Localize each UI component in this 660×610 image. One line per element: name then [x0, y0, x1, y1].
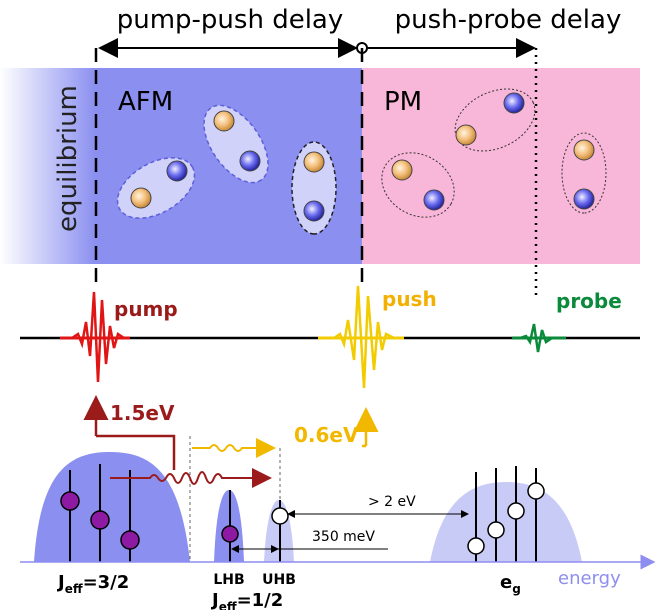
orange-electron	[213, 110, 235, 132]
eg-band	[430, 482, 582, 562]
orange-electron	[130, 187, 152, 209]
afm-label: AFM	[118, 87, 173, 117]
pump-pulse	[71, 291, 125, 383]
push-label: push	[382, 287, 437, 311]
orange-electron	[455, 124, 477, 146]
blue-electron	[573, 188, 595, 210]
pump-energy-label: 1.5eV	[110, 401, 175, 425]
blue-electron	[423, 189, 445, 211]
jeff-3-2-val: =3/2	[83, 572, 130, 593]
lhb-electron	[221, 490, 239, 562]
pm-pair-3	[561, 132, 607, 214]
eg-gap-label: > 2 eV	[368, 494, 416, 510]
afm-pair-3	[291, 141, 337, 235]
pump-arrow-path	[96, 434, 176, 470]
jeff-3-2-sub: eff	[65, 582, 83, 596]
eg-sub: g	[512, 582, 521, 596]
jeff-3-2-label: Jeff=3/2	[56, 572, 129, 596]
push-wavy-arrow	[192, 438, 276, 458]
equilibrium-label: equilibrium	[53, 85, 83, 232]
push-probe-delay-label: push-probe delay	[395, 5, 622, 35]
jeff-1-2-label: Jeff=1/2	[210, 590, 283, 610]
probe-pulse	[519, 323, 553, 353]
pump-label: pump	[114, 297, 178, 321]
pm-pair-2	[381, 152, 455, 218]
eg-main: e	[500, 572, 512, 593]
jeff-3-2-main: J	[56, 572, 65, 593]
pm-label: PM	[384, 87, 422, 117]
jeff-1-2-val: =1/2	[237, 590, 284, 610]
uhb-label: UHB	[262, 572, 296, 588]
jeff-3-2-band	[34, 452, 190, 562]
push-energy-label: 0.6eV	[294, 423, 359, 447]
pump-push-delay-label: pump-push delay	[117, 5, 344, 35]
eg-holes	[467, 466, 545, 562]
orange-electron	[391, 159, 413, 181]
blue-electron	[303, 200, 325, 222]
orange-electron	[303, 151, 325, 173]
jeff-1-2-sub: eff	[219, 600, 237, 610]
blue-electron	[166, 160, 188, 182]
afm-pair-1	[116, 157, 196, 219]
push-pulse	[333, 285, 395, 389]
lhb-label: LHB	[213, 572, 244, 588]
pump-wavy-arrow	[110, 468, 272, 488]
blue-electron	[239, 150, 261, 172]
energy-axis-label: energy	[558, 568, 621, 589]
eg-label: eg	[500, 572, 521, 596]
jeff-3-2-electrons	[60, 464, 140, 562]
hubbard-gap-label: 350 meV	[312, 529, 375, 545]
orange-electron	[573, 139, 595, 161]
afm-pair-2	[203, 104, 269, 184]
pm-pair-1	[454, 88, 536, 152]
blue-electron	[503, 92, 525, 114]
equilibrium-panel	[0, 68, 96, 264]
probe-label: probe	[556, 289, 622, 313]
jeff-1-2-main: J	[210, 590, 219, 610]
